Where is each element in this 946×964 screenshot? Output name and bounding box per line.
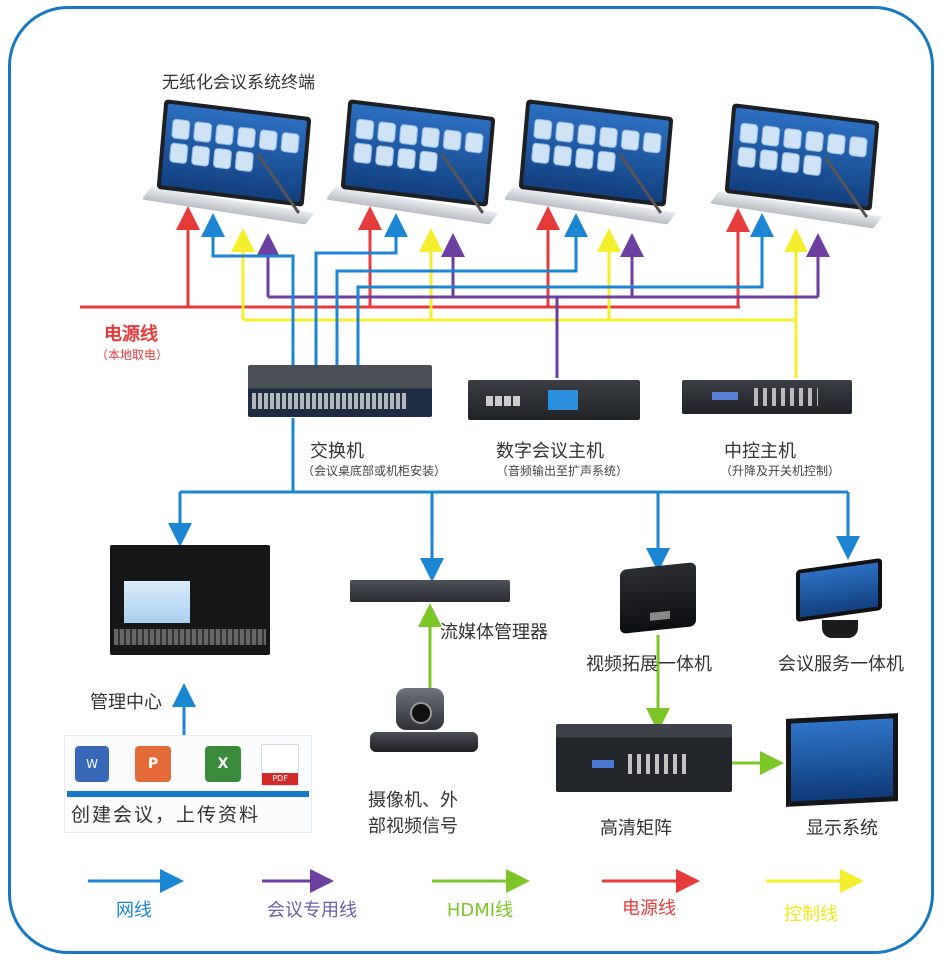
matrix-buttons (628, 754, 688, 774)
terminal-screen (724, 103, 880, 211)
paperless-terminal-3[interactable] (500, 99, 690, 248)
video-expansion-unit[interactable] (620, 562, 696, 634)
camera-label-line1: 摄像机、外 (368, 790, 458, 811)
divider-bar (67, 791, 309, 797)
terminal-screen (156, 99, 312, 207)
camera-base (370, 732, 478, 752)
pdf-label: PDF (262, 773, 298, 785)
legend-label-meeting-cable: 会议专用线 (267, 900, 357, 921)
legend-label-control: 控制线 (784, 904, 838, 925)
hd-matrix-label: 高清矩阵 (600, 818, 672, 839)
conference-host-note: （音频输出至扩声系统） (496, 464, 629, 478)
hd-matrix-switcher[interactable] (556, 724, 732, 792)
legend-meeting-cable: 会议专用线 (252, 896, 372, 922)
network-line-t4 (356, 213, 774, 365)
central-control-note: （升降及开关机控制） (720, 464, 841, 478)
network-switch[interactable] (248, 365, 432, 417)
legend-label-power: 电源线 (622, 898, 676, 919)
switch-ports (252, 393, 408, 409)
diagram-frame (8, 6, 934, 954)
display-screen[interactable] (786, 713, 898, 807)
connector-ports (486, 396, 520, 406)
central-control-label: 中控主机 (724, 441, 796, 462)
streaming-media-manager[interactable] (350, 580, 510, 602)
service-screen (796, 557, 882, 623)
terminals-title: 无纸化会议系统终端 (162, 73, 315, 93)
camera-lens-icon (410, 702, 432, 724)
switch-label: 交换机 (310, 441, 364, 462)
terminal-screen (340, 99, 496, 207)
lcd-display (592, 760, 614, 768)
camera-label-line2: 部视频信号 (368, 816, 458, 837)
display-panel (791, 718, 893, 802)
lcd-display (712, 392, 738, 400)
ethernet-ports (650, 610, 670, 621)
paperless-terminal-2[interactable] (322, 99, 512, 248)
service-terminal-label: 会议服务一体机 (778, 654, 904, 675)
conference-host-label: 数字会议主机 (496, 441, 604, 462)
legend-hdmi: HDMI线 (430, 896, 530, 922)
powerpoint-icon: P (135, 746, 171, 782)
control-buttons (754, 388, 818, 406)
video-expansion-label: 视频拓展一体机 (586, 654, 712, 675)
conference-service-terminal[interactable] (794, 557, 886, 644)
lcd-display (548, 390, 578, 410)
upload-caption: 创建会议，上传资料 (71, 804, 261, 826)
management-center-label: 管理中心 (90, 692, 162, 713)
digital-conference-host[interactable] (468, 380, 640, 420)
power-line-sublabel: （本地取电） (96, 348, 169, 362)
legend-power: 电源线 (604, 894, 694, 920)
power-line-label: 电源线 (104, 324, 158, 345)
upload-materials-box: W P X PDF 创建会议，上传资料 (64, 735, 312, 833)
paperless-terminal-1[interactable] (138, 99, 328, 248)
excel-icon: X (205, 746, 241, 782)
keyboard (114, 629, 266, 645)
service-stand (822, 620, 858, 638)
switch-note: （会议桌底部或机柜安装） (302, 464, 447, 478)
terminal-screen (518, 99, 674, 207)
pdf-icon: PDF (261, 744, 299, 786)
streaming-manager-label: 流媒体管理器 (440, 622, 548, 643)
legend-network: 网线 (104, 896, 164, 922)
workstation-screen (124, 581, 190, 623)
network-line-t1 (201, 213, 295, 365)
legend-label-network: 网线 (116, 900, 152, 921)
network-line-t3 (335, 213, 588, 365)
word-icon: W (75, 746, 109, 782)
display-label: 显示系统 (806, 818, 878, 839)
network-line-t2 (314, 213, 408, 365)
paperless-terminal-4[interactable] (706, 103, 896, 252)
ptz-camera[interactable] (370, 688, 478, 756)
legend-control: 控制线 (766, 900, 856, 926)
central-control-host[interactable] (682, 380, 852, 414)
management-center-workstation[interactable] (110, 545, 270, 655)
legend-label-hdmi: HDMI线 (446, 900, 514, 921)
